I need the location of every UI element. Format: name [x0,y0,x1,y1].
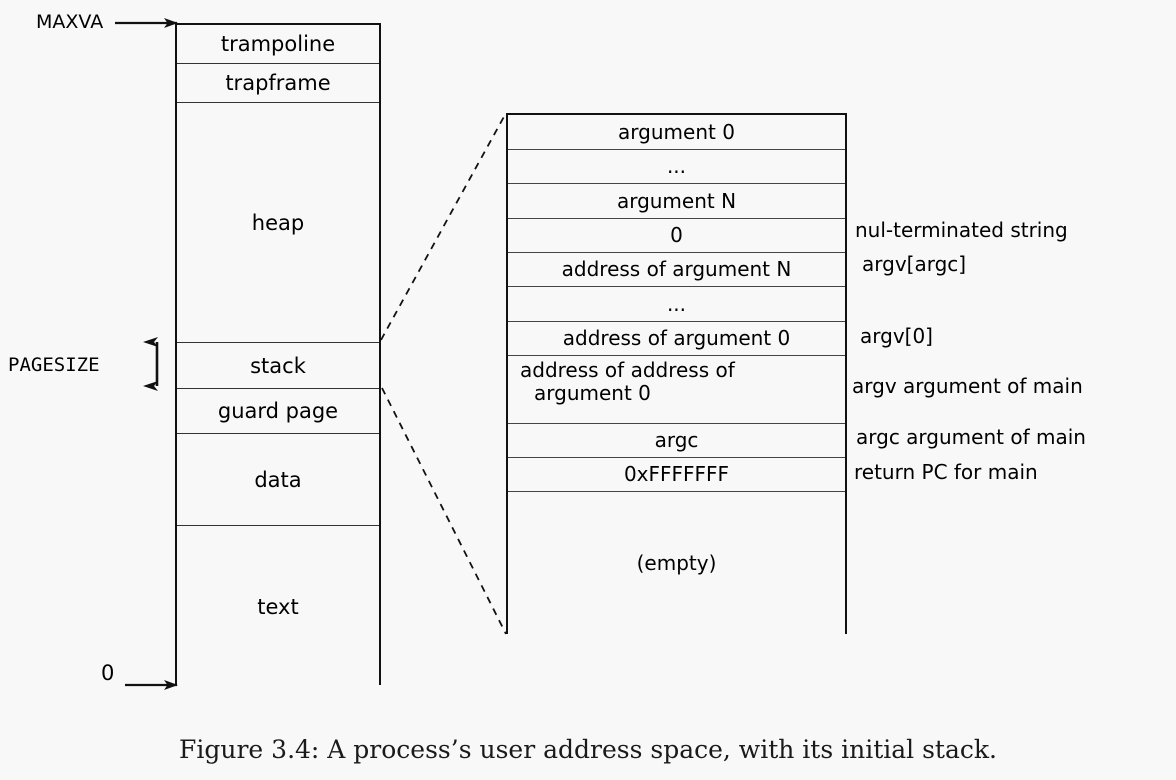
stack-row: address of argument 0 [508,322,845,356]
stack-row: argc [508,424,845,458]
memory-segment-label: heap [251,210,305,235]
stack-row: address of address of argument 0 [508,356,845,424]
stack-row: 0 [508,219,845,253]
annotation-return-pc-for-main: return PC for main [854,460,1038,484]
stack-row-label-line2: argument 0 [534,381,651,405]
memory-segment-label: guard page [217,399,339,423]
memory-segment-label: stack [250,353,306,378]
memory-segment-trampoline: trampoline [177,25,379,64]
maxva-label: MAXVA [36,11,104,33]
callout-line-top [380,112,507,341]
callout-line-bottom [381,387,507,635]
stack-row: ... [508,150,845,184]
stack-row-label: address of argument N [561,257,792,281]
stack-row-label: ... [666,154,687,178]
memory-segment-text: text [177,526,379,687]
stack-row-label-line1: address of address of [520,358,735,382]
annotation-argv-argument-of-main: argv argument of main [852,374,1083,398]
stack-row: argument 0 [508,115,845,150]
annotation-argc-argument-of-main: argc argument of main [856,425,1086,449]
memory-segment-guard-page: guard page [177,389,379,434]
stack-row-label: argc [654,428,699,452]
stack-row-label: 0xFFFFFFF [623,462,730,486]
memory-segment-label: trapframe [225,71,331,95]
stack-row: ... [508,287,845,322]
annotation-argv-0: argv[0] [860,324,933,348]
annotation-nul-terminated-string: nul-terminated string [855,218,1068,242]
annotation-argv-argc: argv[argc] [862,252,967,276]
pagesize-label: PAGESIZE [8,354,100,376]
zero-address-label: 0 [101,661,115,685]
figure-caption: Figure 3.4: A process’s user address spa… [179,735,997,764]
memory-segment-label: text [257,594,299,619]
initial-stack-box: argument 0 ... argument N 0 address of a… [506,113,847,635]
memory-segment-stack: stack [177,343,379,389]
memory-segment-label: data [254,467,302,492]
address-space-box: trampoline trapframe heap stack guard pa… [175,23,381,687]
memory-segment-trapframe: trapframe [177,64,379,103]
stack-row-label: 0 [670,223,683,247]
stack-row-label: address of argument 0 [562,326,791,350]
stack-row: 0xFFFFFFF [508,458,845,492]
memory-segment-label: trampoline [220,32,336,56]
memory-segment-data: data [177,434,379,526]
stack-row: (empty) [508,492,845,635]
stack-row-label: argument N [616,188,737,213]
memory-segment-heap: heap [177,103,379,343]
stack-row-label: ... [666,291,687,316]
stack-row-label: argument 0 [618,119,735,144]
stack-row-label: (empty) [636,551,717,575]
stack-row: argument N [508,184,845,219]
stack-row: address of argument N [508,253,845,287]
